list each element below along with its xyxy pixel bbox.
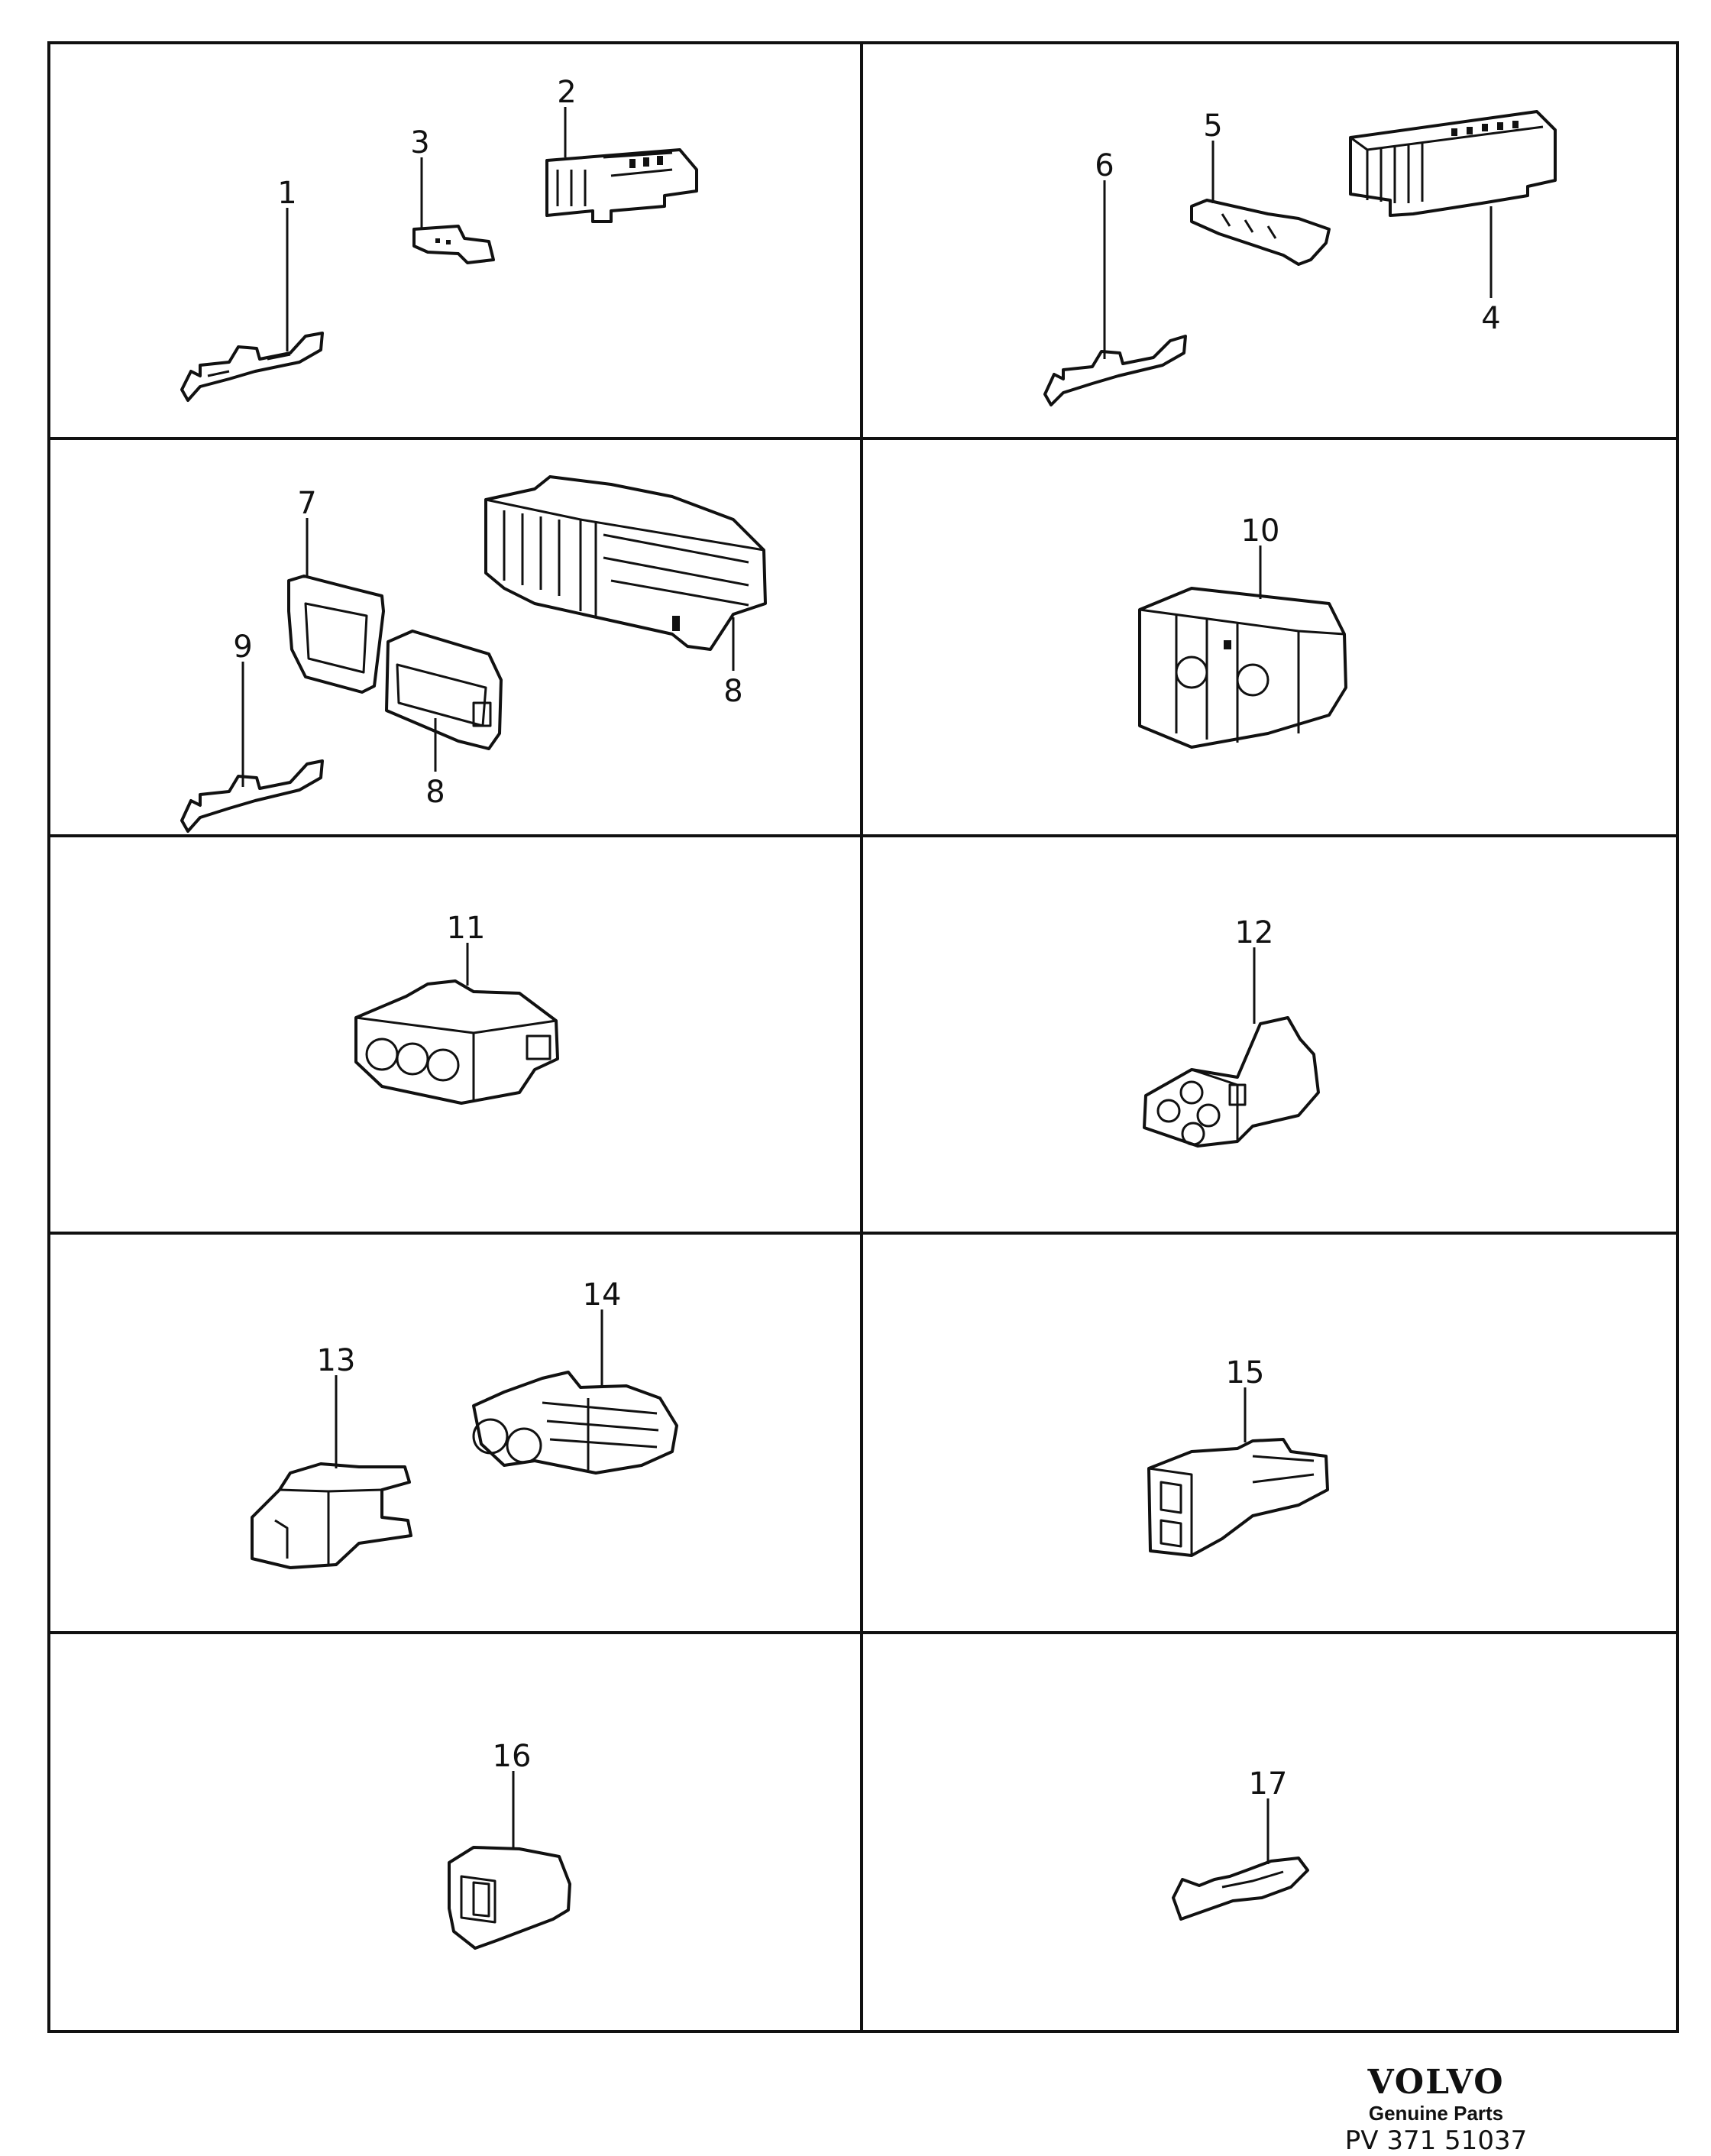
label-part-4: 4 xyxy=(1481,301,1500,336)
connector-part-7 xyxy=(484,475,767,651)
label-part-6: 6 xyxy=(1095,148,1114,183)
label-part-11: 11 xyxy=(447,911,486,946)
label-part-13: 13 xyxy=(317,1343,356,1378)
plate-part-8-lower xyxy=(385,630,503,750)
label-part-7: 8 xyxy=(723,674,742,709)
brand-logo: VOLVO xyxy=(1367,2063,1505,2102)
label-part-14: 14 xyxy=(583,1277,622,1313)
panel-9: 16 xyxy=(448,1739,571,1950)
terminal-part-1 xyxy=(180,332,324,402)
label-part-10: 10 xyxy=(1241,513,1280,549)
terminal-part-9 xyxy=(180,759,324,833)
boot-part-16 xyxy=(448,1846,571,1950)
panel-10: 17 xyxy=(1172,1766,1309,1921)
grid-frame xyxy=(47,41,1679,2033)
label-part-16: 16 xyxy=(493,1739,532,1774)
label-part-8-upper: 7 xyxy=(297,486,316,521)
label-part-1: 1 xyxy=(277,176,296,211)
brand-tagline: Genuine Parts xyxy=(1368,2102,1504,2125)
connector-part-11 xyxy=(354,979,559,1105)
label-part-8-lower: 8 xyxy=(425,775,445,810)
connector-part-14 xyxy=(472,1371,678,1475)
label-part-2: 2 xyxy=(557,75,576,110)
diagram-reference: PV 371 51037 xyxy=(1344,2125,1528,2156)
panel-3: 7 9 8 8 xyxy=(180,475,767,833)
panel-5: 11 xyxy=(354,911,559,1105)
footer-block: VOLVO Genuine Parts PV 371 51037 xyxy=(1337,2064,1535,2156)
label-part-5: 5 xyxy=(1203,108,1222,144)
panel-6: 12 xyxy=(1143,915,1320,1148)
panel-7: 13 14 xyxy=(251,1277,678,1569)
connector-part-12 xyxy=(1143,1016,1320,1148)
label-part-9: 9 xyxy=(233,630,252,665)
panel-4: 10 xyxy=(1138,513,1347,749)
housing-part-13 xyxy=(251,1462,412,1569)
terminal-part-17 xyxy=(1172,1857,1309,1921)
connector-part-10 xyxy=(1138,587,1347,749)
connector-part-2 xyxy=(545,148,698,223)
label-part-15: 15 xyxy=(1226,1355,1265,1390)
panel-2: 5 6 4 xyxy=(1043,108,1557,406)
connector-part-4 xyxy=(1349,110,1557,217)
plate-part-8-upper xyxy=(287,575,385,694)
clip-part-3 xyxy=(412,225,495,264)
label-part-12: 12 xyxy=(1235,915,1274,950)
label-part-17: 17 xyxy=(1249,1766,1288,1802)
connector-part-15 xyxy=(1147,1438,1329,1557)
panel-8: 15 xyxy=(1147,1355,1329,1557)
strip-part-5 xyxy=(1190,199,1331,266)
label-part-3: 3 xyxy=(410,125,429,160)
panel-1: 2 3 1 xyxy=(180,75,698,402)
terminal-part-6 xyxy=(1043,335,1187,406)
